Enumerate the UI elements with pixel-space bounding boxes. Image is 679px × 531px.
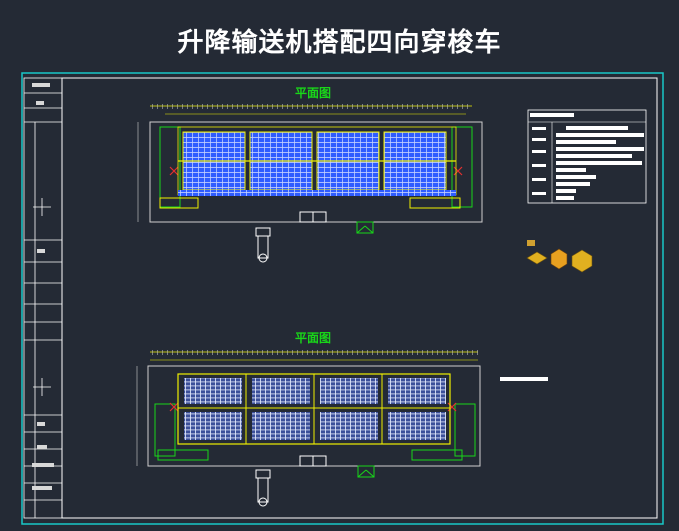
- drawing-title: 升降输送机搭配四向穿梭车: [177, 28, 502, 58]
- scale-bar: [500, 377, 548, 381]
- equipment-3d-icons: [526, 240, 593, 273]
- bottom-plan-view: 平面图: [136, 331, 481, 507]
- top-plan-view: 平面图: [137, 86, 483, 263]
- parameter-table: [527, 109, 647, 204]
- top-plan-label: 平面图: [295, 86, 331, 100]
- title-block: [23, 77, 63, 519]
- bottom-plan-label: 平面图: [295, 331, 331, 345]
